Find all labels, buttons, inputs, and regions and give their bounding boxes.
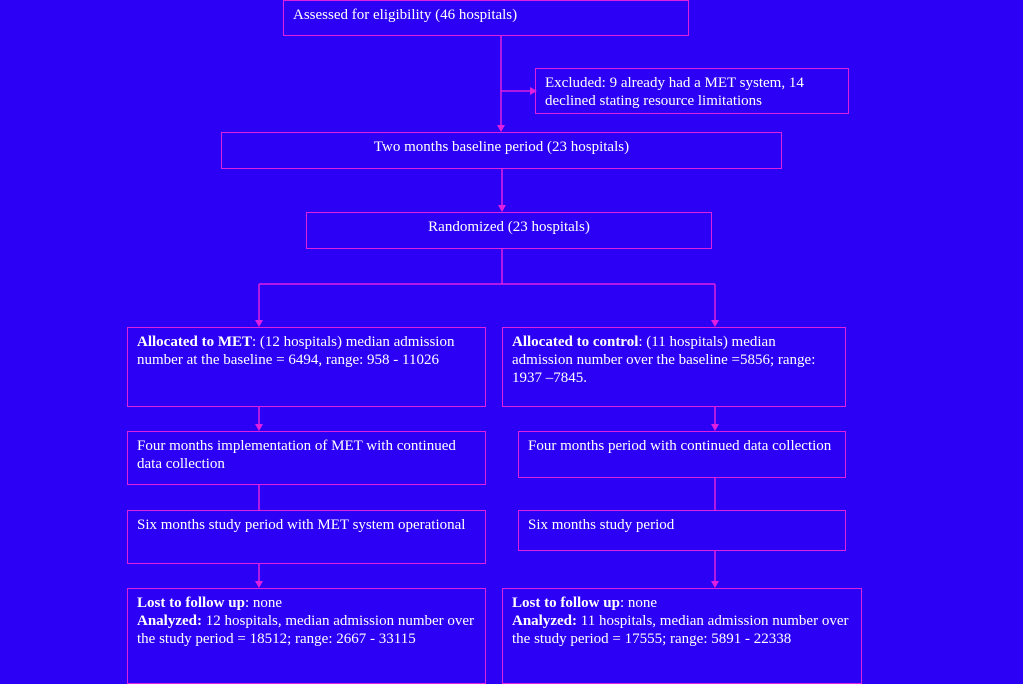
met-allocated-box: Allocated to MET: (12 hospitals) median …: [127, 327, 486, 407]
met-implementation-box: Four months implementation of MET with c…: [127, 431, 486, 485]
arrowhead-randomized: [498, 205, 506, 212]
met-lost-label: Lost to follow up: [137, 595, 245, 611]
control-lost-line: Lost to follow up: none: [512, 594, 852, 612]
met-allocated-text: : (12 hospitals) median admission number…: [137, 334, 455, 368]
control-outcome-box: Lost to follow up: none Analyzed: 11 hos…: [502, 588, 862, 684]
assessed-box: Assessed for eligibility (46 hospitals): [283, 0, 689, 36]
met-lost-text: : none: [244, 595, 283, 611]
control-study-period-box: Six months study period: [518, 510, 846, 551]
arrowhead-allocated-met: [255, 320, 263, 327]
control-allocated-box: Allocated to control: (11 hospitals) med…: [502, 327, 846, 407]
arrowhead-met-implementation: [255, 424, 263, 431]
baseline-text: Two months baseline period (23 hospitals…: [373, 139, 630, 155]
met-study-period-box: Six months study period with MET system …: [127, 510, 486, 564]
control-study-period-text: Six months study period: [528, 517, 675, 533]
met-analyzed-text: 12 hospitals, median admission number ov…: [137, 613, 475, 647]
arrowhead-baseline: [497, 125, 505, 132]
arrowhead-allocated-control: [711, 320, 719, 327]
control-analyzed-label: Analyzed:: [512, 613, 577, 629]
arrowhead-control-implementation: [711, 424, 719, 431]
randomized-text: Randomized (23 hospitals): [428, 219, 590, 235]
arrowhead-control-outcome: [711, 581, 719, 588]
met-analyzed-line: Analyzed: 12 hospitals, median admission…: [137, 612, 476, 648]
control-analyzed-line: Analyzed: 11 hospitals, median admission…: [512, 612, 852, 648]
control-implementation-box: Four months period with continued data c…: [518, 431, 846, 478]
met-lost-line: Lost to follow up: none: [137, 594, 476, 612]
control-lost-text: : none: [619, 595, 658, 611]
met-allocated-label: Allocated to MET: [137, 334, 252, 350]
arrowhead-met-outcome: [255, 581, 263, 588]
control-allocated-label: Allocated to control: [512, 334, 639, 350]
control-allocated-text: : (11 hospitals) median admission number…: [512, 334, 816, 386]
arrowhead-excluded: [530, 87, 537, 95]
control-lost-label: Lost to follow up: [512, 595, 620, 611]
met-implementation-text: Four months implementation of MET with c…: [137, 438, 456, 472]
met-outcome-box: Lost to follow up: none Analyzed: 12 hos…: [127, 588, 486, 684]
met-analyzed-label: Analyzed:: [137, 613, 202, 629]
excluded-box: Excluded: 9 already had a MET system, 14…: [535, 68, 849, 114]
connector-randomized-split: [258, 248, 716, 320]
met-study-period-text: Six months study period with MET system …: [137, 517, 466, 533]
control-analyzed-text: 11 hospitals, median admission number ov…: [512, 613, 849, 647]
control-implementation-text: Four months period with continued data c…: [528, 438, 832, 454]
excluded-text: Excluded: 9 already had a MET system, 14…: [545, 75, 804, 109]
assessed-text: Assessed for eligibility (46 hospitals): [293, 7, 518, 23]
baseline-box: Two months baseline period (23 hospitals…: [221, 132, 782, 169]
randomized-box: Randomized (23 hospitals): [306, 212, 712, 249]
